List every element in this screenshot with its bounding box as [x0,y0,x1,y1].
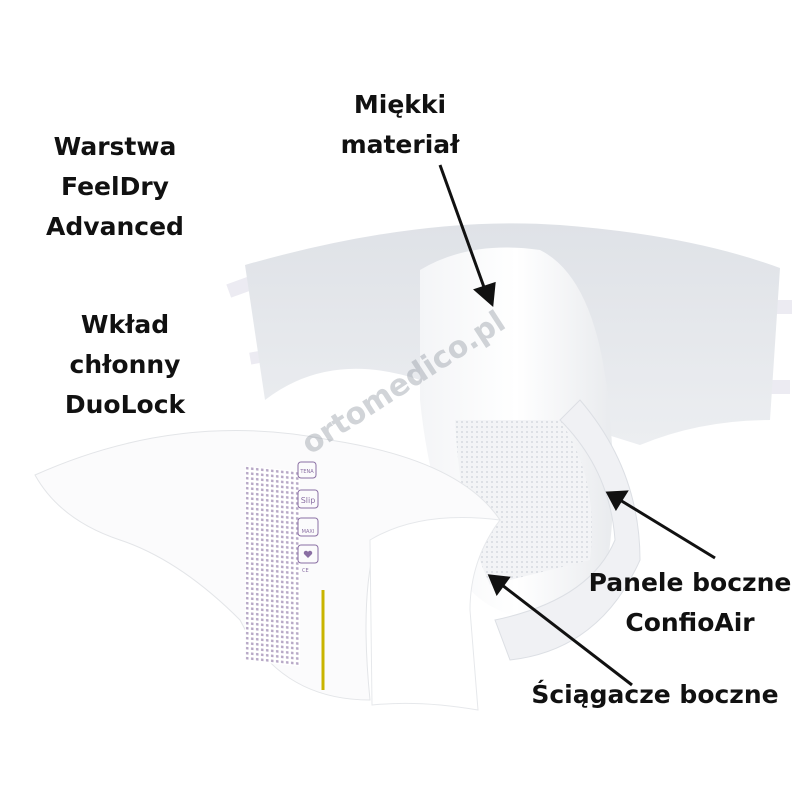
label-side-elastics: Ściągacze boczne [520,675,790,715]
label-feeldry: Warstwa FeelDry Advanced [25,127,205,247]
label-line: chłonny [69,350,181,379]
arrow-panels [619,498,716,560]
arrow-soft [438,164,487,291]
side-elastic [494,399,641,661]
absorbent-core [455,420,592,585]
arrowhead-panels [605,490,629,511]
print-mark: CE [302,568,309,574]
print-absorbency: MAXI [302,529,315,535]
heart-icon [303,550,313,558]
label-line: Miękki [353,90,447,119]
label-line: Wkład [80,310,170,339]
print-type: Slip [301,496,316,505]
mesh-print [245,465,300,667]
label-line: FeelDry [61,172,169,201]
label-line: Warstwa [53,132,177,161]
front-flap-inner [369,517,501,711]
label-line: materiał [340,130,460,159]
print-brand: TENA [299,469,314,475]
label-duolock: Wkład chłonny DuoLock [35,305,215,425]
product-print [297,461,319,564]
label-line: ConfioAir [625,608,755,637]
arrowhead-soft [473,281,496,308]
label-line: Ściągacze boczne [531,680,779,709]
label-line: DuoLock [64,390,186,419]
pointer-arrows [438,164,716,687]
arrowhead-elastics [487,574,511,597]
arrow-elastics [501,583,633,687]
label-line: Panele boczne [588,568,792,597]
label-side-panels: Panele boczne ConfioAir [580,563,800,643]
label-soft-material: Miękki materiał [310,85,490,165]
label-line: Advanced [46,212,184,241]
